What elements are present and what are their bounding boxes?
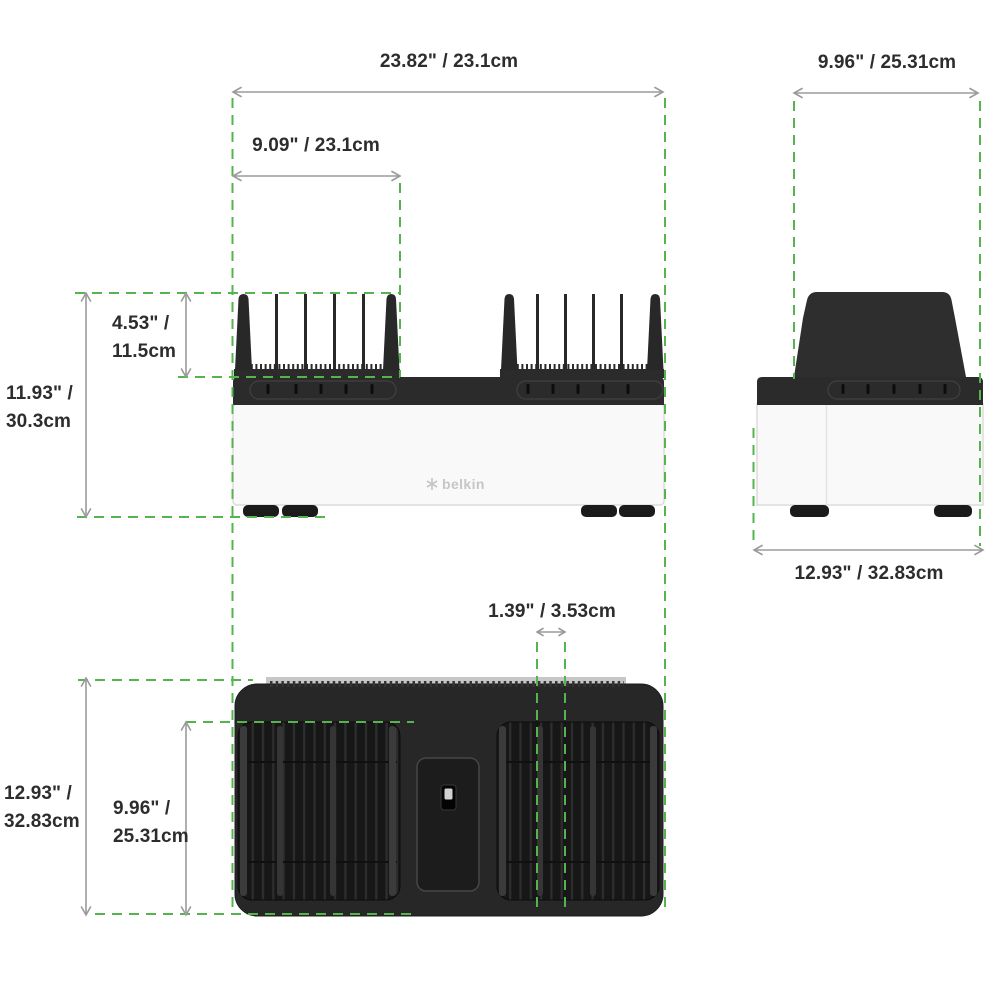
- dimension-arrow-compartment-width: [231, 170, 402, 182]
- front-prong: [501, 294, 518, 370]
- label-front-height: 11.93" / 30.3cm: [6, 383, 73, 432]
- belkin-logo: belkin: [426, 476, 485, 492]
- side-slot-rim: [827, 380, 961, 400]
- side-view: [756, 292, 984, 517]
- label-slot-pitch: 1.39" / 3.53cm: [488, 601, 616, 622]
- side-body: [756, 403, 984, 506]
- side-back-panel: [794, 292, 966, 377]
- front-divider: [592, 294, 595, 370]
- dimension-arrow-front-height: [80, 291, 92, 519]
- front-divider: [564, 294, 567, 370]
- front-slot-rim-right: [516, 380, 664, 400]
- bottom-vent-strip: [266, 677, 626, 686]
- label-side-depth: 12.93" / 32.83cm: [794, 563, 944, 584]
- power-switch-nub: [444, 788, 453, 800]
- front-port-band: [233, 377, 664, 405]
- front-divider: [275, 294, 278, 370]
- dimension-arrow-bottom-width: [180, 720, 192, 917]
- front-slot-rim-left: [249, 380, 397, 400]
- front-feet: [243, 505, 655, 517]
- side-cable-slots: [841, 384, 947, 394]
- dimension-arrow-slot-pitch: [535, 627, 567, 637]
- front-divider: [362, 294, 365, 370]
- label-front-width: 23.82" / 23.1cm: [379, 51, 519, 72]
- belkin-logo-mark-icon: [426, 478, 438, 490]
- dimension-arrow-bottom-depth: [80, 676, 92, 917]
- label-bottom-width: 9.96" / 25.31cm: [113, 798, 189, 847]
- dimension-arrows: [80, 86, 985, 917]
- label-divider-height: 4.53" / 11.5cm: [112, 313, 176, 362]
- front-prong: [235, 294, 252, 370]
- front-prong: [647, 294, 664, 370]
- front-view: [232, 294, 665, 517]
- front-divider: [620, 294, 623, 370]
- front-divider-rack-right: [500, 294, 664, 378]
- front-divider-rack-left: [234, 294, 400, 378]
- label-bottom-depth: 12.93" / 32.83cm: [4, 783, 80, 832]
- bottom-fin-panel-left: [237, 721, 401, 901]
- side-feet: [790, 505, 972, 517]
- label-compartment-width: 9.09" / 23.1cm: [252, 135, 380, 156]
- belkin-logo-text: belkin: [442, 476, 485, 492]
- front-divider: [536, 294, 539, 370]
- side-port-band: [757, 377, 983, 405]
- front-divider: [304, 294, 307, 370]
- bottom-view: [234, 677, 664, 917]
- dimension-arrow-side-depth: [752, 544, 985, 556]
- front-divider: [333, 294, 336, 370]
- front-cable-slots: [266, 384, 630, 394]
- dimension-arrow-divider-height: [180, 291, 192, 379]
- front-prong: [383, 294, 400, 370]
- dimension-arrow-side-width: [792, 87, 980, 99]
- label-side-width: 9.96" / 25.31cm: [817, 52, 957, 73]
- extension-lines: [75, 98, 981, 915]
- bottom-recess: [416, 757, 480, 892]
- dimension-arrow-front-width: [231, 86, 665, 98]
- bottom-fin-panel-right: [496, 721, 660, 901]
